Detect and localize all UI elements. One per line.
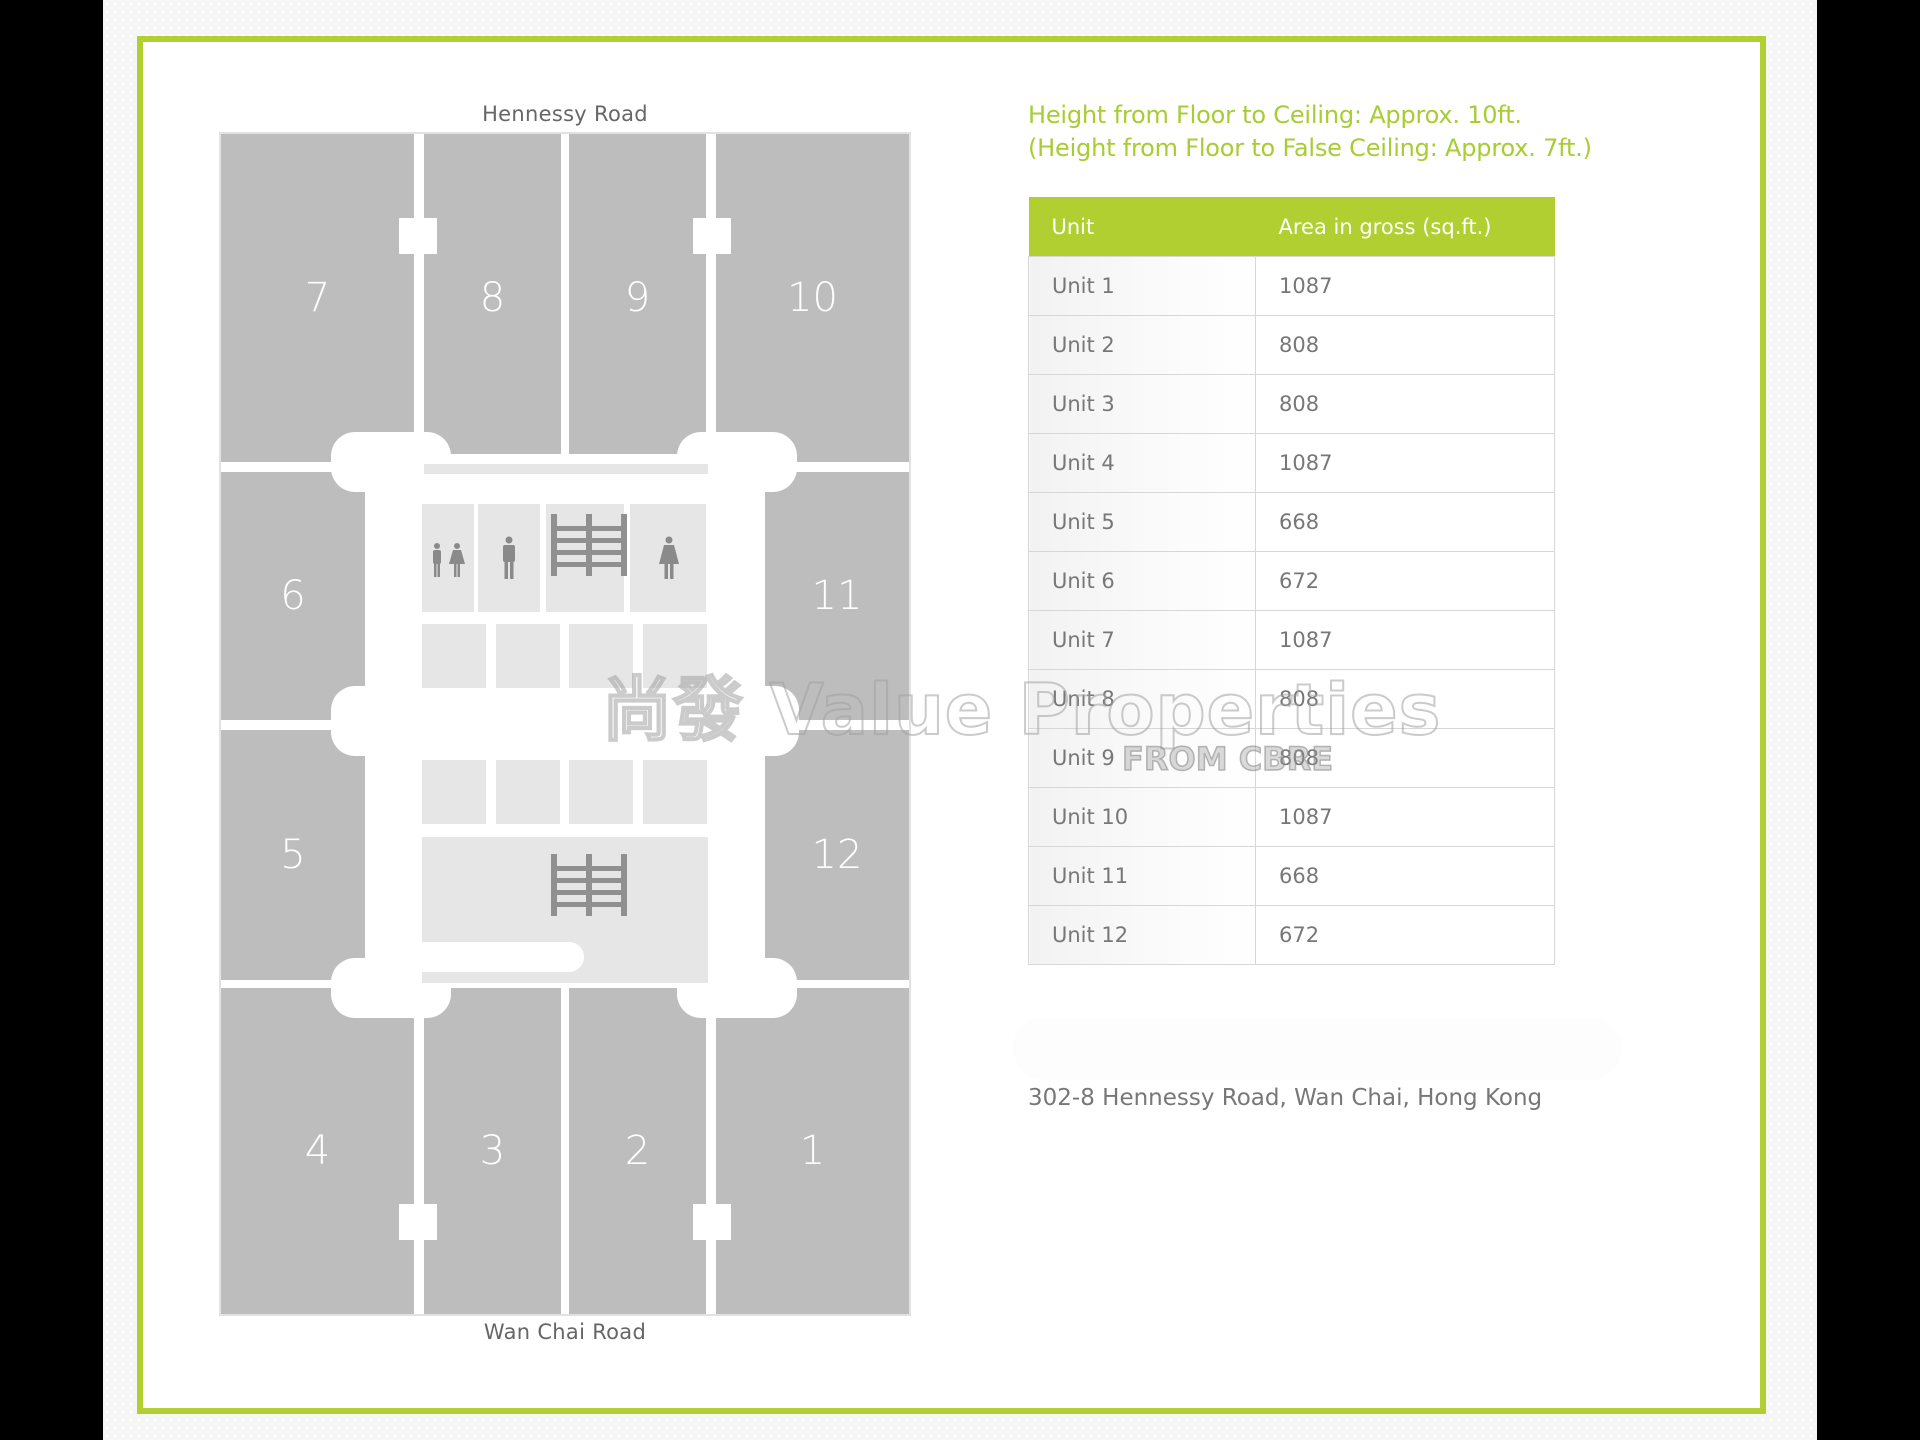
staircase-icon — [551, 514, 627, 576]
address-text: 302-8 Hennessy Road, Wan Chai, Hong Kong — [1028, 1085, 1543, 1111]
area-cell: 672 — [1255, 905, 1555, 965]
lift-shaft — [569, 760, 633, 824]
area-cell: 1087 — [1255, 433, 1555, 493]
lower-passage — [422, 942, 584, 972]
female-toilet-icon — [659, 536, 679, 579]
area-cell: 808 — [1255, 374, 1555, 434]
unit-7[interactable]: 7 — [221, 134, 414, 462]
false-ceiling-height-text: (Height from Floor to False Ceiling: App… — [1028, 134, 1592, 162]
bottom-road-label: Wan Chai Road — [483, 1320, 647, 1344]
unit-cell: Unit 12 — [1028, 905, 1256, 965]
core-strip — [424, 464, 708, 474]
unit-12[interactable]: 12 — [765, 730, 909, 980]
unit-10[interactable]: 10 — [716, 134, 909, 462]
staircase-room — [546, 504, 624, 612]
unit-cell: Unit 4 — [1028, 433, 1256, 493]
area-cell: 672 — [1255, 551, 1555, 611]
column-pillar — [693, 218, 731, 254]
staircase-icon — [551, 854, 627, 916]
area-cell: 808 — [1255, 669, 1555, 729]
unit-9[interactable]: 9 — [569, 134, 706, 462]
column-pillar — [399, 218, 437, 254]
unit-cell: Unit 9 — [1028, 728, 1256, 788]
unit-1[interactable]: 1 — [716, 988, 909, 1314]
area-cell: 808 — [1255, 315, 1555, 375]
unit-cell: Unit 11 — [1028, 846, 1256, 906]
ceiling-height-text: Height from Floor to Ceiling: Approx. 10… — [1028, 101, 1522, 129]
unit-11[interactable]: 11 — [765, 472, 909, 720]
unit-6[interactable]: 6 — [221, 472, 365, 720]
faded-banner — [1013, 1018, 1621, 1080]
lift-shaft — [496, 760, 560, 824]
area-cell: 1087 — [1255, 256, 1555, 316]
unit-cell: Unit 3 — [1028, 374, 1256, 434]
area-cell: 1087 — [1255, 610, 1555, 670]
unisex-toilet-room — [422, 504, 474, 612]
unit-cell: Unit 6 — [1028, 551, 1256, 611]
area-cell: 668 — [1255, 492, 1555, 552]
watermark-main: 尚發 Value Properties — [601, 668, 1442, 752]
unit-cell: Unit 8 — [1028, 669, 1256, 729]
watermark-sub: FROM CBRE — [1121, 739, 1334, 779]
lift-shaft — [422, 760, 486, 824]
table-header-row: Unit Area in gross (sq.ft.) — [1028, 197, 1555, 257]
column-pillar — [693, 1204, 731, 1240]
lift-shaft — [643, 624, 707, 688]
plan-outline — [219, 132, 911, 1316]
unit-cell: Unit 10 — [1028, 787, 1256, 847]
column-pillar — [399, 1204, 437, 1240]
unit-8[interactable]: 8 — [424, 134, 561, 462]
header-unit: Unit — [1028, 197, 1256, 257]
lift-shaft — [422, 624, 486, 688]
header-area: Area in gross (sq.ft.) — [1255, 197, 1555, 257]
lift-shaft — [496, 624, 560, 688]
area-cell: 668 — [1255, 846, 1555, 906]
area-cell: 808 — [1255, 728, 1555, 788]
unit-2[interactable]: 2 — [569, 988, 706, 1314]
lift-shaft — [569, 624, 633, 688]
area-cell: 1087 — [1255, 787, 1555, 847]
floor-plan: 7 8 9 10 6 5 11 12 4 3 2 1 — [219, 132, 911, 1316]
unit-5[interactable]: 5 — [221, 730, 365, 980]
lift-shaft — [643, 760, 707, 824]
male-toilet-icon — [503, 536, 515, 579]
unit-3[interactable]: 3 — [424, 988, 561, 1314]
ceiling-height-info: Height from Floor to Ceiling: Approx. 10… — [1028, 99, 1592, 165]
unit-cell: Unit 1 — [1028, 256, 1256, 316]
unit-cell: Unit 2 — [1028, 315, 1256, 375]
unisex-toilet-icon — [433, 543, 465, 577]
unit-4[interactable]: 4 — [221, 988, 414, 1314]
top-road-label: Hennessy Road — [482, 102, 648, 126]
unit-cell: Unit 5 — [1028, 492, 1256, 552]
